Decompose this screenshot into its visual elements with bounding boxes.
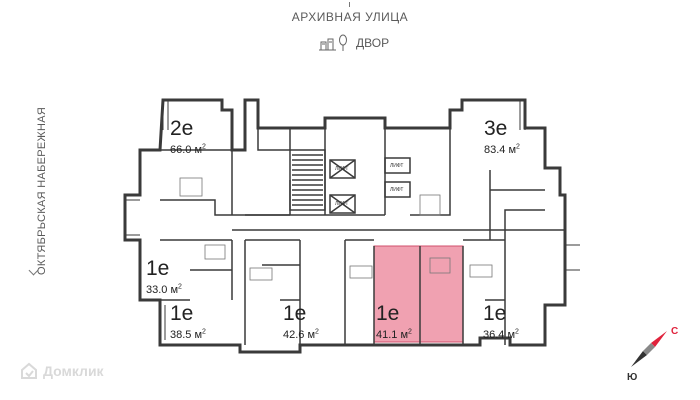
yard-label: ДВОР <box>356 36 390 50</box>
apartment-type: 2е <box>170 117 194 140</box>
apartment-type: 1е <box>170 302 194 325</box>
yard-label-group: ДВОР <box>318 33 389 53</box>
compass-south-label: Ю <box>627 372 638 383</box>
compass-arrow-icon <box>631 331 667 367</box>
street-label: АРХИВНАЯ УЛИЦА <box>291 10 409 24</box>
domclick-logo-icon <box>21 362 37 379</box>
apartment-3e-83[interactable]: 3е 83.4 м2 <box>484 118 520 158</box>
apartment-area: 38.5 м2 <box>170 328 206 341</box>
domclick-logo: Домклик <box>20 362 104 380</box>
apartment-1e-38[interactable]: 1е 38.5 м2 <box>170 303 206 343</box>
apartment-area: 36.4 м2 <box>483 328 519 341</box>
apartment-1e-42[interactable]: 1е 42.6 м2 <box>283 303 319 343</box>
apartment-1e-41-selected[interactable]: 1е 41.1 м2 <box>376 303 412 343</box>
apartment-type: 1е <box>376 302 400 325</box>
apartment-1e-36[interactable]: 1е 36.4 м2 <box>483 303 519 343</box>
lift-label: ЛИФТ <box>390 163 404 169</box>
apartment-type: 1е <box>483 302 507 325</box>
apartment-area: 83.4 м2 <box>484 143 520 156</box>
apartment-type: 3е <box>484 117 508 140</box>
lift-label: ЛИФТ <box>335 201 349 207</box>
apartment-type: 1е <box>283 302 307 325</box>
street-tick <box>349 2 350 7</box>
apartment-area: 42.6 м2 <box>283 328 319 341</box>
apartment-type: 1е <box>146 257 170 280</box>
apartment-2e-66[interactable]: 2е 66.0 м2 <box>170 118 206 158</box>
logo-text: Домклик <box>43 363 104 379</box>
outer-wall <box>123 98 567 354</box>
yard-tree-icon <box>319 34 347 51</box>
apartment-area: 66.0 м2 <box>170 143 206 156</box>
lift-label: ЛИФТ <box>335 166 349 172</box>
lift-label: ЛИФТ <box>390 187 404 193</box>
apartment-area: 41.1 м2 <box>376 328 412 341</box>
apartment-area: 33.0 м2 <box>146 283 182 296</box>
compass-north-label: С <box>671 326 679 337</box>
apartment-1e-33[interactable]: 1е 33.0 м2 <box>146 258 182 298</box>
